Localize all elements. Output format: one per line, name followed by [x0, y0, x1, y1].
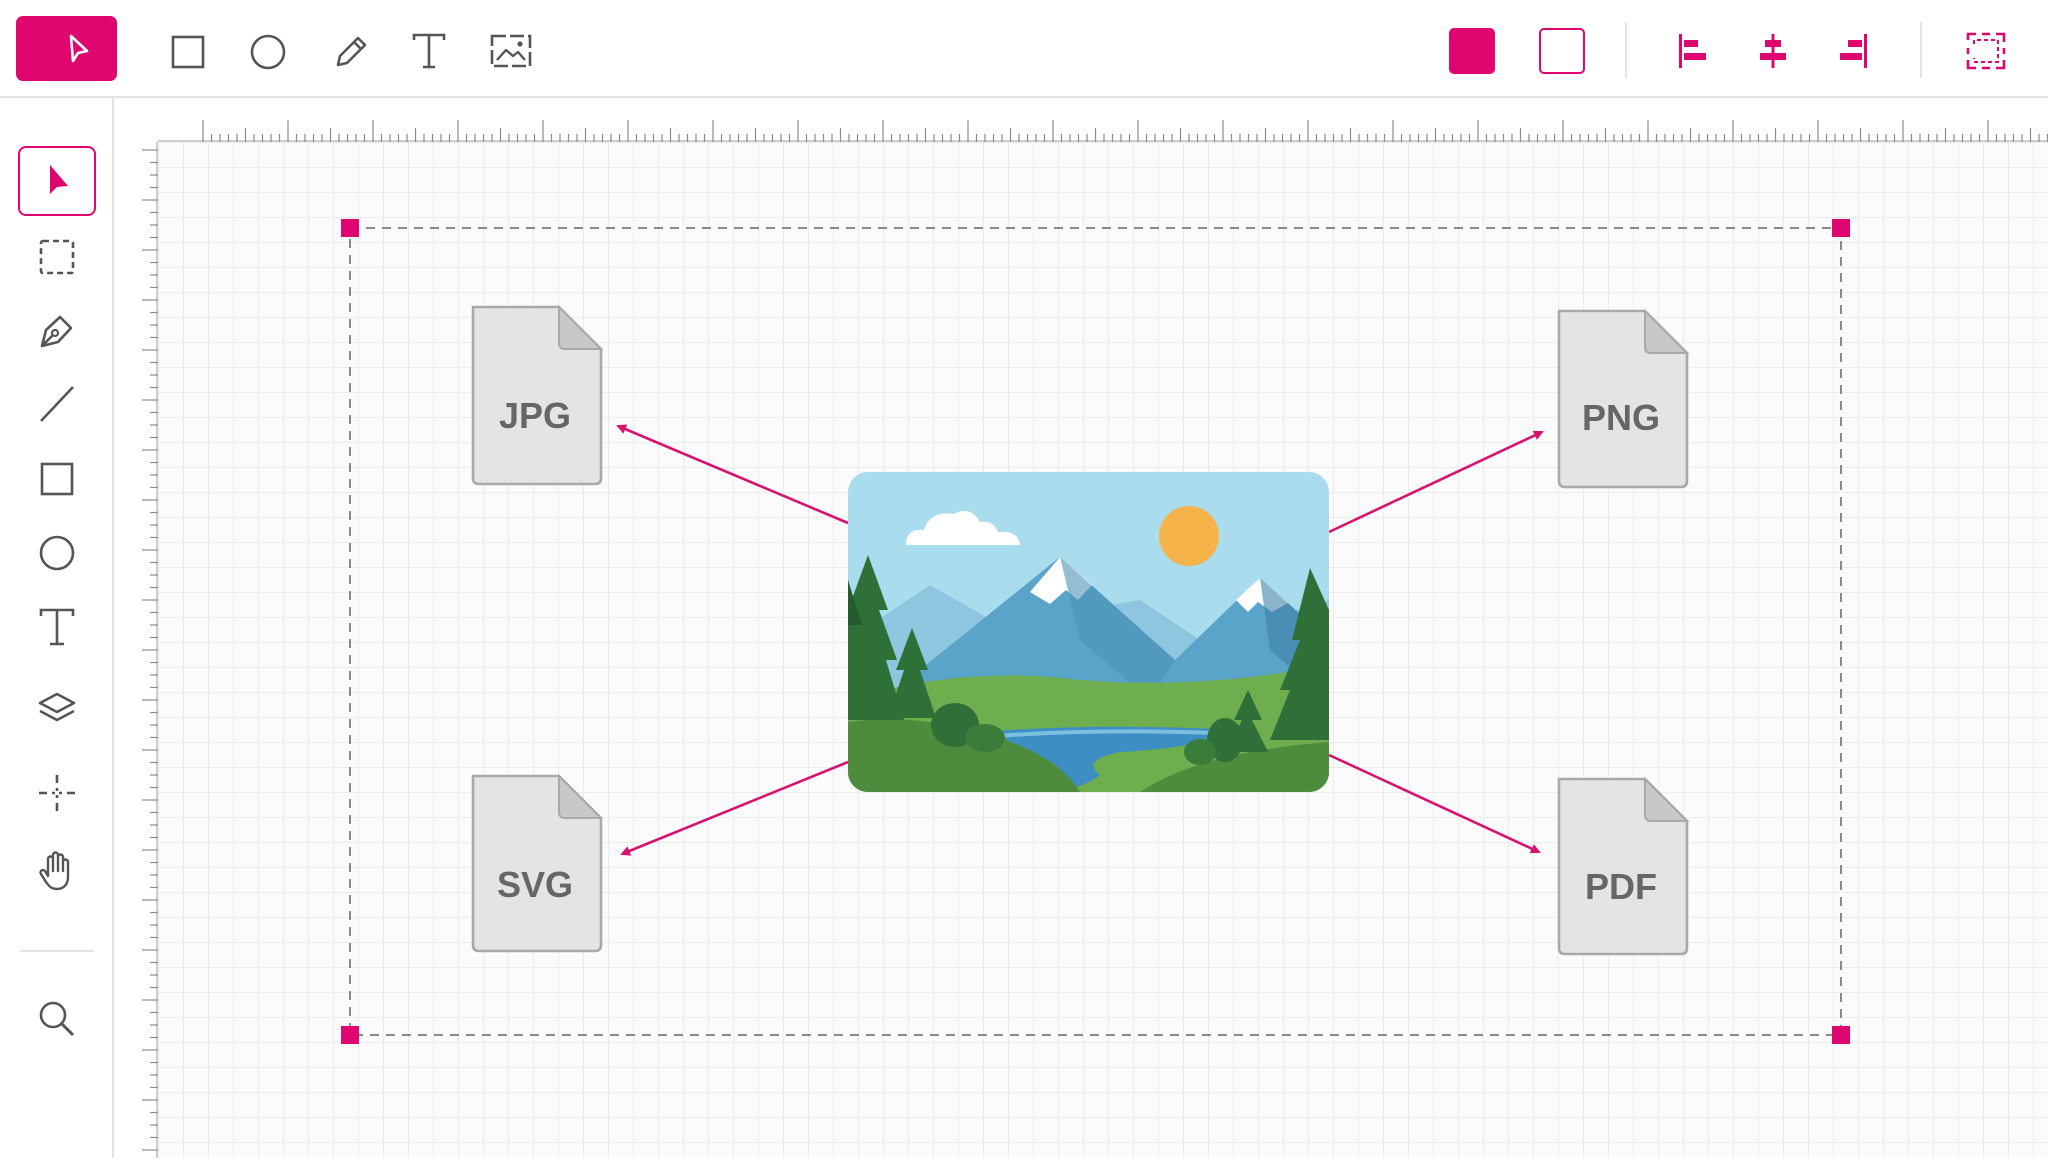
align-right-icon [1840, 34, 1867, 68]
file-png[interactable]: PNG [1557, 308, 1690, 489]
top-toolbar [0, 0, 2048, 98]
align-left-icon [1679, 34, 1706, 68]
rectangle-icon [40, 462, 74, 496]
ellipse-tool-button[interactable] [248, 32, 288, 72]
landscape-image[interactable] [848, 472, 1329, 792]
arrow-to-png[interactable] [1328, 430, 1544, 534]
file-label-svg: SVG [497, 864, 573, 905]
pointer-icon [69, 34, 89, 63]
file-label-png: PNG [1582, 397, 1660, 438]
selection-handle-bottom-left[interactable] [341, 1026, 359, 1044]
hand-icon [39, 851, 70, 891]
selection-handle-bottom-right[interactable] [1832, 1026, 1850, 1044]
crosshair-tool-button[interactable] [18, 758, 96, 828]
align-center-button[interactable] [1752, 30, 1794, 72]
rectangle-tool-button[interactable] [168, 32, 208, 72]
hand-tool-button[interactable] [18, 836, 96, 906]
selection-handle-top-right[interactable] [1832, 219, 1850, 237]
stroke-color-swatch[interactable] [1539, 28, 1585, 74]
cloud [906, 510, 1020, 545]
align-right-button[interactable] [1832, 30, 1874, 72]
crosshair-icon [39, 775, 75, 811]
selection-box[interactable] [341, 219, 1850, 1044]
text-icon [39, 608, 75, 646]
group-selection-icon [1966, 32, 2006, 70]
horizontal-ruler [158, 114, 2048, 142]
selection-outline [349, 227, 1842, 1036]
marquee-select-icon [39, 239, 75, 275]
pointer-tool-button[interactable] [16, 16, 117, 81]
select-arrow-icon [50, 165, 68, 194]
ruler-corner [138, 114, 158, 142]
sun [1159, 506, 1219, 566]
zoom-icon [39, 1001, 75, 1037]
text-icon [412, 33, 446, 69]
layers-tool-button[interactable] [18, 674, 96, 744]
ruler-ticks [202, 120, 2048, 142]
circle-icon [250, 34, 286, 70]
selection-handle-top-left[interactable] [341, 219, 359, 237]
arrow-to-svg[interactable] [620, 760, 849, 856]
pencil-icon [336, 36, 367, 67]
image-tool-button[interactable] [488, 30, 534, 72]
pen-icon [40, 315, 73, 348]
zoom-tool-button[interactable] [18, 984, 96, 1054]
text-tool-button[interactable] [18, 592, 96, 662]
toolbar-divider [1625, 22, 1627, 78]
fill-color-swatch[interactable] [1449, 28, 1495, 74]
pen-tool-button[interactable] [18, 296, 96, 366]
rectangle-icon [171, 35, 205, 69]
file-svg[interactable]: SVG [471, 773, 604, 953]
group-selection-button[interactable] [1962, 28, 2010, 74]
file-pdf[interactable]: PDF [1557, 776, 1690, 956]
marquee-select-tool-button[interactable] [18, 222, 96, 292]
circle-icon [39, 535, 75, 571]
toolbar-divider [1920, 22, 1922, 78]
line-icon [40, 386, 74, 422]
layers-icon [38, 692, 76, 722]
arrow-to-pdf[interactable] [1328, 753, 1541, 854]
pencil-tool-button[interactable] [330, 30, 372, 72]
line-tool-button[interactable] [18, 370, 96, 440]
align-center-icon [1760, 34, 1786, 68]
image-icon [490, 34, 532, 68]
rectangle-tool-button[interactable] [18, 444, 96, 514]
select-tool-button[interactable] [18, 146, 96, 216]
file-jpg[interactable]: JPG [471, 304, 604, 486]
left-toolbar [0, 98, 114, 1158]
text-tool-button[interactable] [408, 30, 450, 72]
arrow-to-jpg[interactable] [616, 424, 849, 525]
file-label-pdf: PDF [1585, 866, 1657, 907]
file-label-jpg: JPG [499, 395, 571, 436]
vertical-ruler [138, 142, 158, 1163]
align-left-button[interactable] [1672, 30, 1714, 72]
toolbar-divider [20, 950, 94, 952]
ruler-ticks [142, 149, 158, 1163]
ellipse-tool-button[interactable] [18, 518, 96, 588]
